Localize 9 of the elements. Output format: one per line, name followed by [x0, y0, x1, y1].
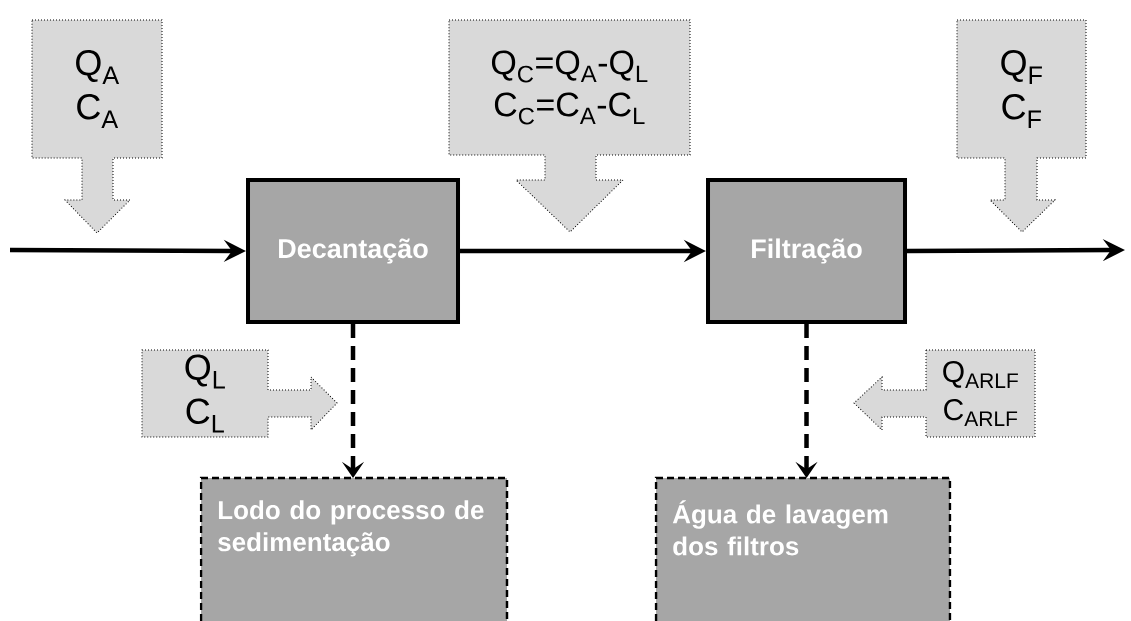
process-box: Decantação [246, 178, 460, 324]
output-box: Água de lavagem dos filtros [654, 476, 952, 621]
process-box: Filtração [706, 178, 907, 324]
arrow-callout: Q$_{L}$ C$_{L}$ [141, 349, 338, 438]
output-box: Lodo do processo de sedimentação [199, 476, 509, 621]
arrow-callout: Q$_{ARLF}$ C$_{ARLF}$ [853, 349, 1036, 438]
arrow-callout: Q$_{A}$ C$_{A}$ [31, 19, 163, 234]
arrow-callout: Q$_{C}$=Q$_{A}$-Q$_{L}$ C$_{C}$=C$_{A}$-C$_{L}$ [448, 19, 691, 233]
arrow-callout: Q$_{F}$ C$_{F}$ [956, 19, 1087, 233]
